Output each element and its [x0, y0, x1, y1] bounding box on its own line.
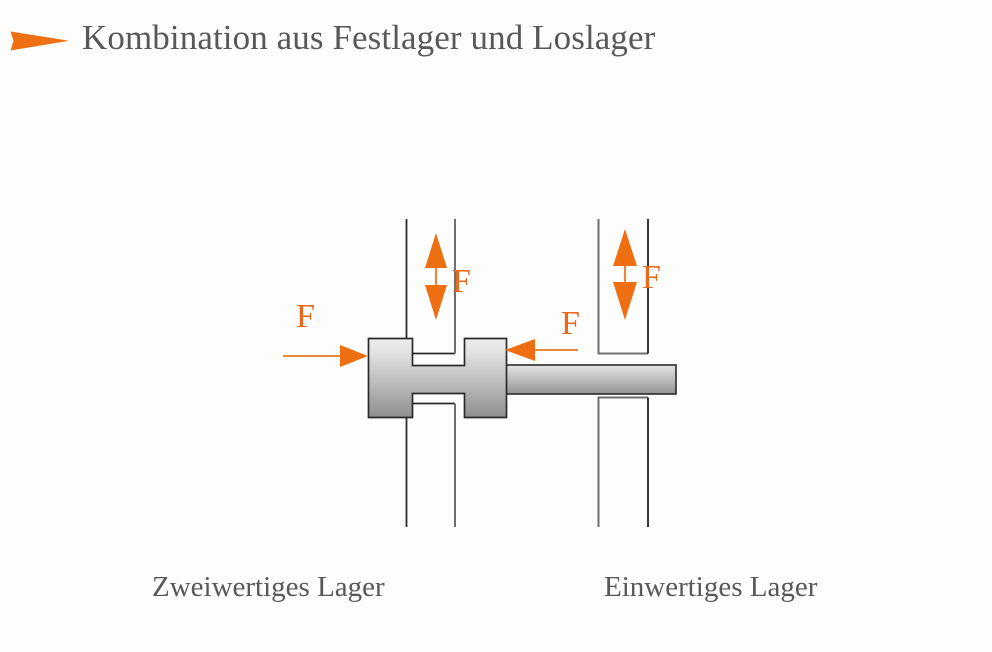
right-bearing-housing — [597, 219, 649, 527]
triangle-right-icon — [10, 30, 70, 52]
shaft-collars — [367, 337, 508, 419]
caption-left-bearing: Zweiwertiges Lager — [152, 571, 385, 603]
shaft — [367, 337, 677, 419]
force-label-left-radial: F — [452, 263, 471, 300]
force-arrow-left-axial — [283, 345, 368, 367]
force-arrow-left-radial — [425, 233, 447, 320]
caption-right-bearing: Einwertiges Lager — [604, 571, 818, 603]
force-label-right-axial: F — [561, 305, 580, 342]
force-label-right-radial: F — [642, 259, 661, 296]
header: Kombination aus Festlager und Loslager — [0, 0, 992, 92]
shaft-tail — [505, 364, 677, 395]
force-arrow-right-axial — [505, 339, 578, 361]
page-title: Kombination aus Festlager und Loslager — [82, 18, 656, 57]
force-arrow-right-radial — [613, 229, 637, 320]
force-label-left-axial: F — [296, 298, 315, 335]
